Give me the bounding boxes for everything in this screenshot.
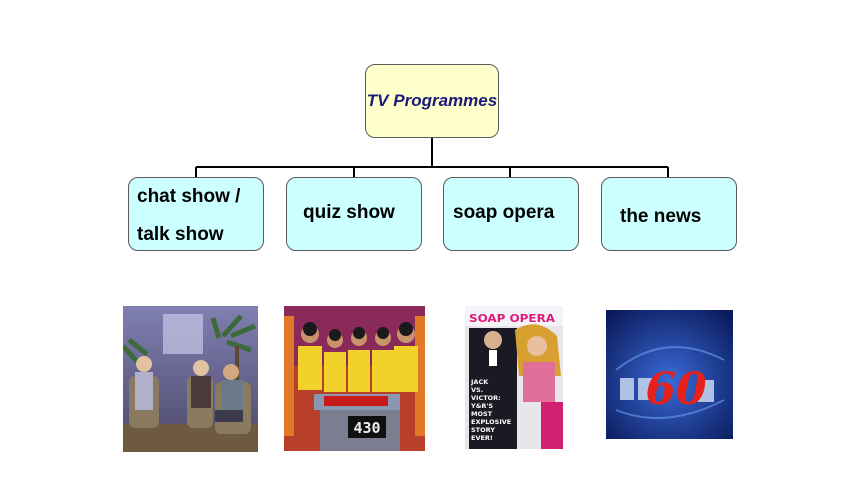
magazine-cover-line-4: MOST [471,410,493,418]
node-chat-show: chat show / talk show [128,177,264,251]
quiz-show-photo: 430 [284,306,425,451]
talk-show-photo [123,306,258,452]
magazine-cover-line-3: Y&R'S [470,402,493,410]
magazine-cover-line-6: STORY [471,426,495,434]
magazine-cover-line-5: EXPLOSIVE [471,418,511,426]
magazine-cover-line-7: EVER! [471,434,493,442]
soap-opera-magazine-photo: SOAP OPERA JACK VS. VICTOR: Y&R'S MOST E… [465,306,563,449]
node-the-news-label: the news [620,206,702,227]
news-logo-photo: 60 [606,310,733,439]
news-logo-number: 60 [645,364,707,415]
magazine-cover-line-1: VS. [471,386,483,394]
node-quiz-show-label: quiz show [303,202,395,223]
magazine-masthead: SOAP OPERA [469,312,556,325]
node-chat-show-line2: talk show [137,224,224,245]
node-chat-show-line1: chat show / [137,186,241,207]
node-quiz-show: quiz show [286,177,422,251]
quiz-score-display: 430 [353,419,380,437]
node-soap-opera-label: soap opera [453,202,555,223]
root-label: TV Programmes [366,91,498,110]
magazine-cover-line-2: VICTOR: [471,394,501,402]
magazine-cover-line-0: JACK [470,378,489,386]
node-the-news: the news [601,177,737,251]
node-soap-opera: soap opera [443,177,579,251]
root-node-tv-programmes: TV Programmes [365,64,499,138]
